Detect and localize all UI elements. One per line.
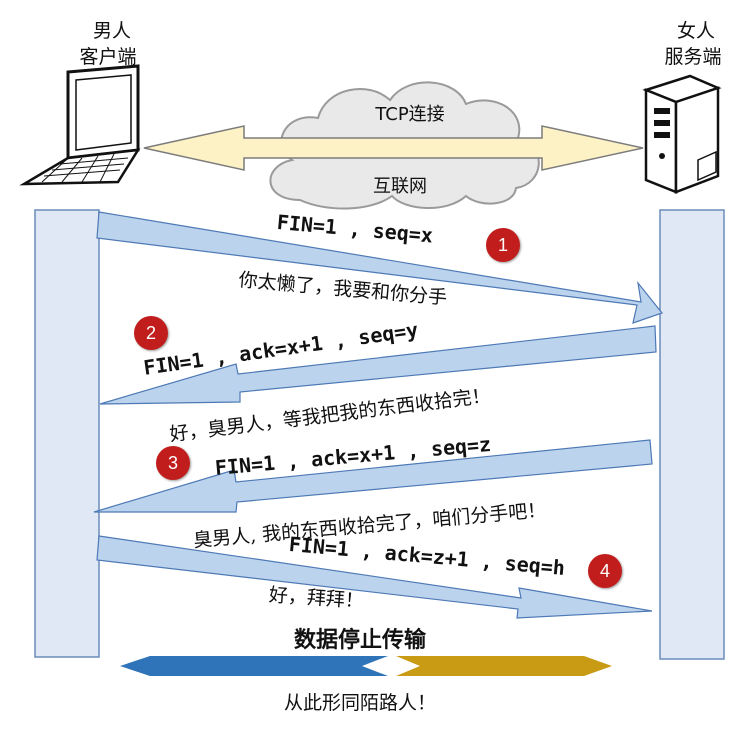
connection-arrow: [143, 125, 644, 171]
client-label-line2: 客户端: [79, 46, 137, 68]
step-3-arrow: [93, 439, 653, 513]
internet-label: 互联网: [373, 176, 427, 197]
client-label-line1: 男人: [92, 20, 131, 42]
step-3-badge: 3: [156, 446, 190, 480]
client-lifeline: [34, 209, 100, 658]
footer-title: 数据停止传输: [293, 628, 426, 653]
step-2-badge: 2: [134, 316, 168, 350]
footer-arrow-left: [120, 656, 388, 676]
server-label-line2: 服务端: [664, 46, 722, 68]
step-4-badge: 4: [588, 554, 622, 588]
laptop-icon: [19, 64, 141, 186]
server-icon: [642, 74, 722, 194]
footer-arrow-right: [396, 656, 612, 676]
step-1-arrow: [96, 211, 664, 324]
step-1-badge: 1: [486, 228, 520, 262]
footer-caption: 从此形同陌路人！: [283, 692, 436, 714]
step-2-arrow: [99, 325, 657, 405]
server-lifeline: [659, 209, 725, 660]
step-4-arrow: [96, 535, 653, 619]
tcp-connection-label: TCP连接: [375, 104, 445, 125]
server-label-line1: 女人: [676, 20, 715, 42]
